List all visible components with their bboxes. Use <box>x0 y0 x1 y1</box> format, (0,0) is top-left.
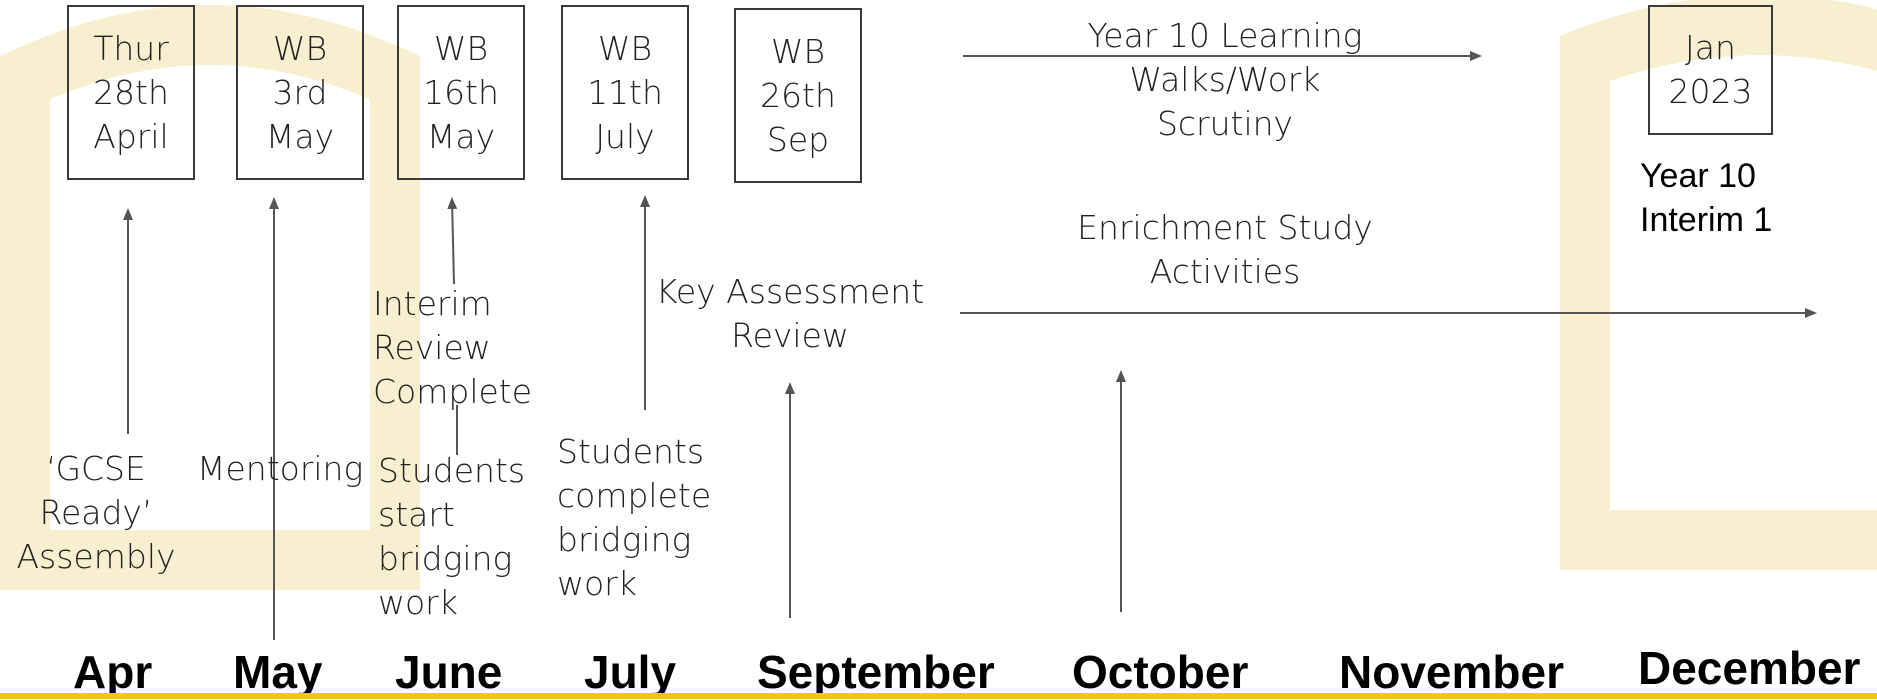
date-box-wb-11th-july: WB 11th July <box>561 5 689 180</box>
label-gcse-ready: ‘GCSE Ready’ Assembly <box>16 449 176 576</box>
month-apr: Apr <box>73 646 153 698</box>
month-september: September <box>757 646 995 698</box>
month-october: October <box>1072 646 1249 698</box>
date-box-wb-26th-sep: WB 26th Sep <box>734 8 862 183</box>
month-december: December <box>1638 642 1861 694</box>
label-students-complete: Students complete bridging work <box>557 432 712 603</box>
month-july: July <box>584 646 677 698</box>
label-year10-interim: Year 10 Interim 1 <box>1640 157 1773 239</box>
month-june: June <box>395 646 503 698</box>
month-november: November <box>1339 646 1564 698</box>
date-box-wb-3rd-may: WB 3rd May <box>236 5 364 180</box>
month-may: May <box>233 646 323 698</box>
label-enrichment: Enrichment Study Activities <box>1077 208 1373 291</box>
date-box-jan-2023: Jan 2023 <box>1648 5 1773 135</box>
label-mentoring: Mentoring <box>197 449 364 488</box>
bottom-accent-bar <box>0 693 1877 699</box>
label-interim-review: Interim Review Complete <box>373 284 533 411</box>
date-box-thur-28th-april: Thur 28th April <box>67 5 195 180</box>
date-box-wb-16th-may: WB 16th May <box>397 5 525 180</box>
label-students-start: Students start bridging work <box>378 451 526 622</box>
label-learning-walks: Year 10 Learning Walks/Work Scrutiny <box>1087 16 1363 143</box>
arrow-interim-to-may16 <box>447 197 458 285</box>
label-key-assessment: Key Assessment Review <box>655 272 925 355</box>
